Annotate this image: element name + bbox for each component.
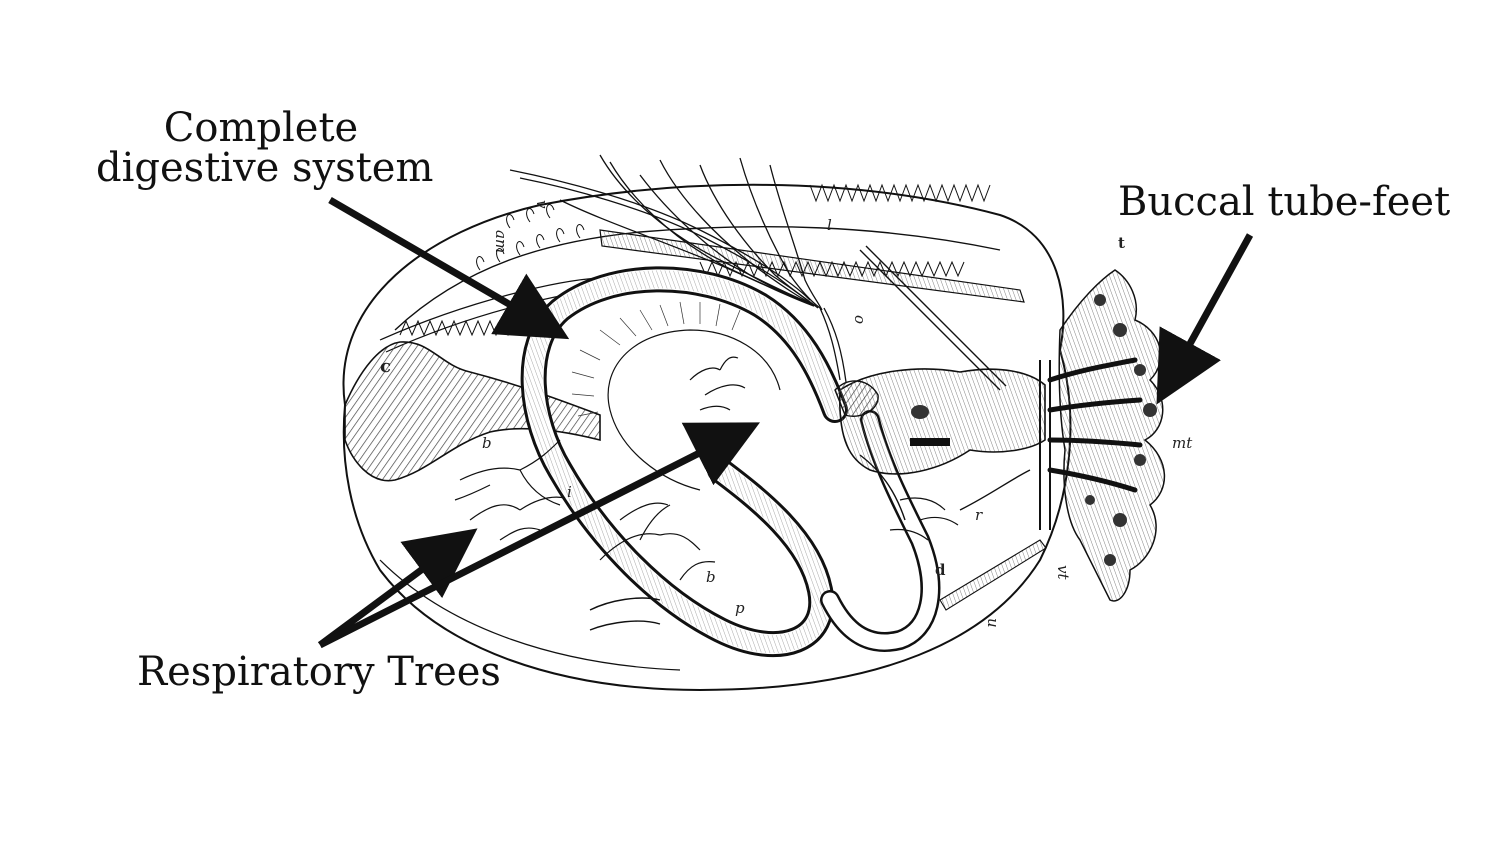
arrow-respiratory-left — [317, 528, 478, 648]
engraving-reference-letters: am v c i b b d p t mt u o r vt l — [380, 200, 1193, 628]
letter-p: p — [735, 599, 745, 617]
letter-b-left: b — [482, 434, 492, 452]
label-respiratory-trees: Respiratory Trees — [137, 649, 501, 695]
buccal-tube-feet — [1047, 269, 1166, 602]
letter-d: d — [935, 561, 946, 579]
letter-am: am — [492, 230, 510, 253]
label-complete-digestive-system: Complete digestive system — [96, 105, 434, 191]
gonad-tubules — [509, 154, 847, 383]
pharynx — [834, 360, 1051, 530]
label-digestive-line1: Complete — [163, 105, 359, 151]
arrow-buccal — [1156, 233, 1254, 405]
letter-i: i — [567, 483, 572, 501]
intestine — [520, 266, 941, 657]
respiratory-trees — [454, 356, 959, 581]
ampullae-fringe — [399, 183, 991, 337]
arrow-digestive — [328, 196, 570, 340]
letter-o: o — [851, 315, 869, 324]
cloaca — [344, 341, 601, 482]
letter-v-top: v — [533, 200, 551, 209]
radial-vessels — [589, 245, 1031, 631]
callout-arrows — [317, 196, 1254, 649]
label-digestive-line2: digestive system — [96, 145, 434, 191]
letter-vt: vt — [1054, 565, 1072, 580]
letter-c: c — [380, 356, 391, 377]
label-buccal-tube-feet: Buccal tube-feet — [1118, 179, 1451, 225]
letter-mt: mt — [1172, 434, 1193, 452]
letter-u: u — [984, 618, 1002, 628]
letter-b-bottom: b — [706, 568, 716, 586]
letter-r: r — [975, 506, 983, 524]
arrow-respiratory-right — [318, 422, 760, 649]
letter-l: l — [827, 216, 832, 234]
letter-t: t — [1118, 234, 1125, 252]
